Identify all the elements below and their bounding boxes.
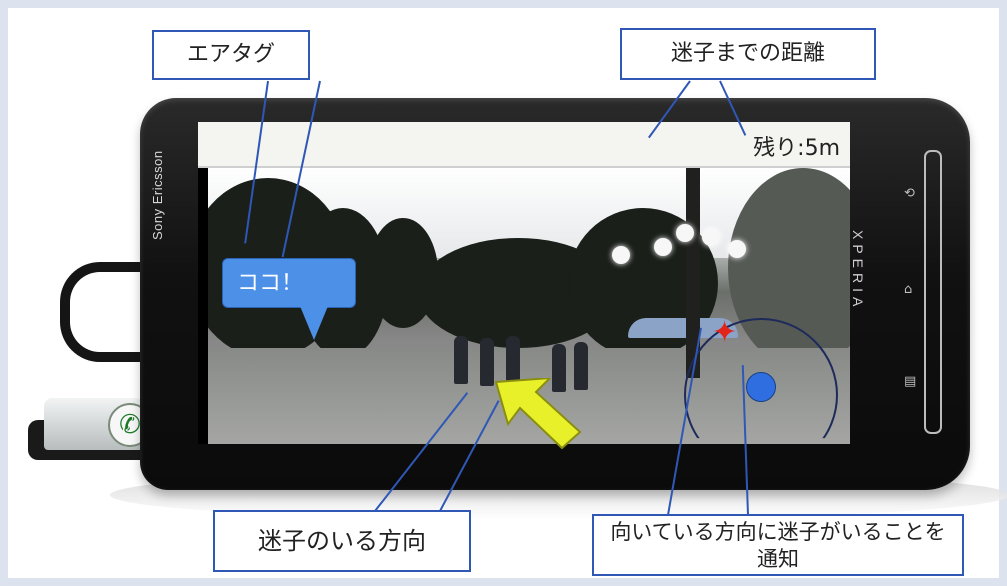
menu-icon[interactable]: ▤	[904, 374, 917, 389]
air-tag[interactable]: ココ！	[222, 258, 356, 308]
star-icon: ✦	[712, 315, 738, 350]
lamp	[728, 240, 746, 258]
callout-airtag: エアタグ	[152, 30, 310, 80]
distance-remaining: 残り:5m	[753, 136, 840, 161]
person	[480, 338, 494, 386]
person	[552, 344, 566, 392]
callout-distance: 迷子までの距離	[620, 28, 876, 80]
dot-icon	[746, 372, 776, 402]
lamp	[676, 224, 694, 242]
callout-distance-label: 迷子までの距離	[670, 41, 825, 66]
air-tag-label: ココ！	[237, 271, 304, 296]
person	[574, 342, 588, 390]
cable	[60, 262, 190, 362]
device-brand: Sony Ericsson	[150, 150, 165, 240]
arrow-up-left-icon	[494, 378, 582, 450]
lamp-post	[686, 168, 700, 378]
lamp	[654, 238, 672, 256]
status-bar: 残り:5m	[198, 122, 850, 168]
person	[454, 336, 468, 384]
callout-notify: 向いている方向に迷子がいることを通知	[592, 514, 964, 576]
person	[506, 336, 520, 384]
home-icon[interactable]: ⌂	[904, 282, 913, 297]
lamp	[612, 246, 630, 264]
back-icon[interactable]: ⟲	[904, 186, 915, 201]
umbrella	[628, 318, 738, 338]
side-button-bar	[924, 150, 942, 434]
callout-direction: 迷子のいる方向	[213, 510, 471, 572]
callout-airtag-label: エアタグ	[186, 42, 275, 67]
callout-notify-label: 向いている方向に迷子がいることを通知	[610, 520, 946, 571]
callout-direction-label: 迷子のいる方向	[258, 527, 426, 555]
device-model: XPERIA	[850, 230, 866, 312]
air-tag-pointer	[300, 306, 328, 340]
lamp	[702, 228, 720, 246]
